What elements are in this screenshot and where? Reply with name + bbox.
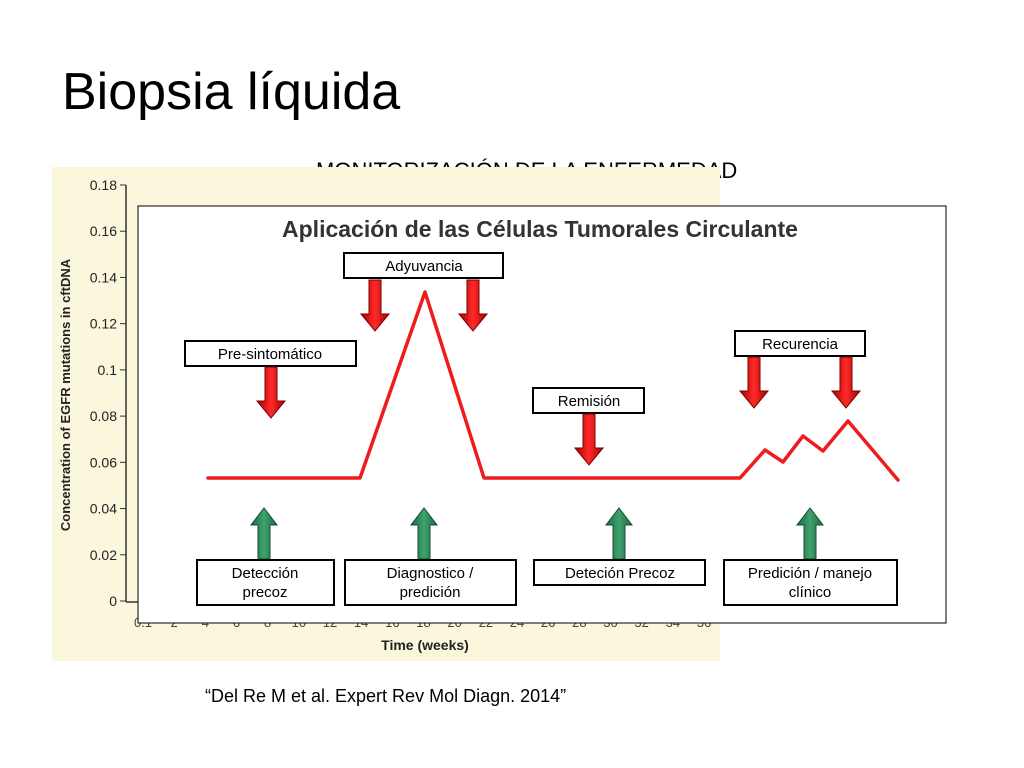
y-tick-label: 0.06	[90, 454, 117, 470]
down-arrow-icon	[359, 279, 391, 332]
down-arrow-icon	[738, 356, 770, 409]
down-arrow-icon	[573, 413, 605, 466]
box-label-line: Detección	[232, 565, 299, 582]
diagram-heading: Aplicación de las Células Tumorales Circ…	[282, 216, 798, 242]
slide-title: Biopsia líquida	[62, 63, 401, 121]
box-remision: Remisión	[532, 387, 645, 414]
down-arrow-icon	[255, 366, 287, 419]
box-label-line: Deteción Precoz	[565, 565, 675, 582]
monitoring-curve	[206, 290, 900, 482]
box-deteccion-precoz: Detección precoz	[196, 559, 335, 606]
box-label: Recurencia	[762, 336, 839, 353]
box-label-line: precoz	[242, 584, 287, 601]
y-tick-label: 0.1	[98, 362, 118, 378]
box-label: Adyuvancia	[385, 258, 463, 275]
down-arrow-icon	[830, 356, 862, 409]
y-tick-label: 0.18	[90, 177, 117, 193]
y-tick-label: 0.14	[90, 269, 117, 285]
y-tick-label: 0	[109, 593, 117, 609]
y-tick-label: 0.08	[90, 408, 117, 424]
box-label-line: Predición / manejo	[748, 565, 872, 582]
box-label-line: Diagnostico /	[387, 565, 475, 582]
box-adyuvancia: Adyuvancia	[343, 252, 504, 279]
box-label: Remisión	[558, 393, 621, 410]
box-pre-sintomatico: Pre-sintomático	[184, 340, 357, 367]
y-tick-label: 0.12	[90, 316, 117, 332]
y-tick-label: 0.04	[90, 501, 117, 517]
x-axis-label: Time (weeks)	[381, 637, 469, 653]
box-label: Pre-sintomático	[218, 346, 322, 363]
box-diagnostico-predicion: Diagnostico / predición	[344, 559, 517, 606]
box-recurencia: Recurencia	[734, 330, 866, 357]
citation: “Del Re M et al. Expert Rev Mol Diagn. 2…	[205, 686, 567, 706]
y-tick-labels: 0.18 0.16 0.14 0.12 0.1 0.08 0.06 0.04 0.02 0	[90, 177, 126, 609]
down-arrow-icon	[457, 279, 489, 332]
box-label-line: predición	[400, 584, 461, 601]
box-detecion-precoz: Deteción Precoz	[533, 559, 706, 586]
y-tick-label: 0.16	[90, 223, 117, 239]
y-axis-label: Concentration of EGFR mutations in cftDN…	[58, 258, 73, 531]
box-label-line: clínico	[789, 584, 832, 601]
box-predicion-manejo: Predición / manejo clínico	[723, 559, 898, 606]
y-tick-label: 0.02	[90, 547, 117, 563]
